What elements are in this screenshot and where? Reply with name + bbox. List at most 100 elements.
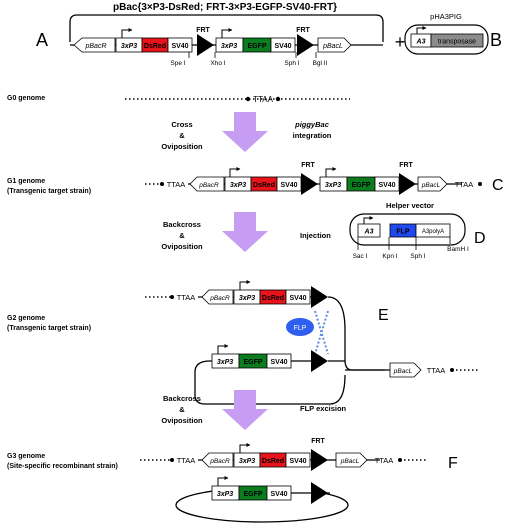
g1-pbacr: pBacR xyxy=(198,182,219,189)
promoter-3xp3-2-label: 3xP3 xyxy=(221,43,237,50)
step3-line1: Backcross xyxy=(163,394,201,403)
g1-sv40-2: SV40 xyxy=(378,182,395,189)
frt-site-1 xyxy=(197,34,214,56)
plasmid-b-outline xyxy=(404,24,489,55)
g2-sv40-1: SV40 xyxy=(289,295,306,302)
step1-line3: Oviposition xyxy=(161,142,203,151)
g3-3xp3: 3xP3 xyxy=(239,458,255,465)
g1-sv40-1: SV40 xyxy=(280,182,297,189)
g1-3xp3-2: 3xP3 xyxy=(325,182,341,189)
promoter-arrow-1 xyxy=(121,28,133,38)
panel-letter-d: D xyxy=(474,230,486,247)
panel-letter-f: F xyxy=(448,455,458,472)
g2-3xp3-1: 3xP3 xyxy=(239,295,255,302)
step-arrow-2 xyxy=(222,212,268,252)
g2-3xp3-2: 3xP3 xyxy=(217,359,233,366)
g3-ttaa-left: TTAA xyxy=(177,456,196,465)
promoter-arrow-2 xyxy=(221,28,233,38)
sv40-1 xyxy=(167,37,193,53)
g3-construct: TTAA pBacR 3xP3 DsRed SV40 FRT pBacL TTA… xyxy=(140,438,428,471)
g2-dsred: DsRed xyxy=(262,295,284,302)
g3-sublabel: (Site-specific recombinant strain) xyxy=(7,463,118,470)
panel-letter-b: B xyxy=(490,30,502,50)
frt-site-2 xyxy=(297,34,314,56)
g1-construct: TTAA pBacR 3xP3 DsRed SV40 FRT 3xP3 EGFP… xyxy=(145,162,482,195)
g2-flp-label: FLP xyxy=(294,325,307,332)
g2-ttaa-right: TTAA xyxy=(427,366,446,375)
circle-egfp: EGFP xyxy=(243,491,262,498)
g2-label: G2 genome xyxy=(7,315,45,322)
panel-letter-a: A xyxy=(36,30,48,50)
g1-sublabel: (Transgenic target strain) xyxy=(7,188,91,195)
step3-line3: Oviposition xyxy=(161,416,203,425)
g1-ttaa-left: TTAA xyxy=(167,180,186,189)
site-sac: Sac I xyxy=(353,253,368,260)
flp-protein xyxy=(286,318,314,336)
transposase-label: transposase xyxy=(438,39,476,46)
g2-sublabel: (Transgenic target strain) xyxy=(7,325,91,332)
g2-pbacl: pBacL xyxy=(393,368,413,375)
g3-frt: FRT xyxy=(311,438,325,445)
circle-sv40: SV40 xyxy=(270,491,287,498)
pbacr-label: pBacR xyxy=(84,43,106,50)
g0-label: G0 genome xyxy=(7,95,45,102)
g1-dsred: DsRed xyxy=(253,182,275,189)
transposase-gene xyxy=(430,33,484,48)
egfp-label: EGFP xyxy=(247,43,266,50)
g2-egfp: EGFP xyxy=(243,359,262,366)
helper-flp: FLP xyxy=(396,229,410,236)
g2-structure: TTAA pBacR 3xP3 DsRed SV40 FLP 3xP3 EGFP… xyxy=(145,280,480,405)
panel-letter-c: C xyxy=(492,177,504,194)
g3-dsred: DsRed xyxy=(262,458,284,465)
sv40-2-label: SV40 xyxy=(274,43,291,50)
helper-a3polya: A3polyA xyxy=(422,229,444,235)
g1-egfp: EGFP xyxy=(351,182,370,189)
plasmid-backbone xyxy=(69,14,384,42)
g2-sv40-2: SV40 xyxy=(270,359,287,366)
step2-amp: & xyxy=(179,231,185,240)
g0-ttaa: TTAA xyxy=(253,95,274,104)
site-spe: Spe I xyxy=(170,60,185,67)
g3-sv40: SV40 xyxy=(289,458,306,465)
step1-line1: Cross xyxy=(171,120,192,129)
a3-label: A3 xyxy=(416,39,426,46)
step3-amp: & xyxy=(179,405,185,414)
g1-ttaa-right: TTAA xyxy=(455,180,474,189)
g3-ttaa-right: TTAA xyxy=(375,456,394,465)
pbacr-element xyxy=(73,37,116,53)
pbacl-element xyxy=(317,37,352,53)
dsred-label: DsRed xyxy=(144,43,166,50)
frt-label-1: FRT xyxy=(196,27,210,34)
g1-pbacl: pBacL xyxy=(421,182,441,189)
excised-circle: 3xP3 EGFP SV40 xyxy=(175,476,349,523)
site-bgl: Bgl II xyxy=(313,60,328,67)
frt-label-2: FRT xyxy=(296,27,310,34)
promoter-3xp3-1-label: 3xP3 xyxy=(121,43,137,50)
step1-right1: piggyBac xyxy=(294,120,330,129)
top-title: pBac{3×P3-DsRed; FRT-3×P3-EGFP-SV40-FRT} xyxy=(113,2,337,13)
site-sph-d: Sph I xyxy=(410,253,425,260)
plasmid-b: pHA3PIG A3 transposase xyxy=(404,12,489,55)
site-kpn: Kpn I xyxy=(382,253,397,260)
helper-vector-title: Helper vector xyxy=(386,201,434,210)
panel-letter-e: E xyxy=(378,307,389,324)
step-arrow-3 xyxy=(222,390,268,430)
construct-a: pBacR 3xP3 DsRed SV40 FRT 3xP3 EGFP SV40… xyxy=(70,27,383,67)
plus-sign: + xyxy=(395,32,406,52)
site-xho: Xho I xyxy=(210,60,225,67)
pbacl-label: pBacL xyxy=(322,43,343,50)
g2-pbacr: pBacR xyxy=(209,295,230,302)
site-bam: BamH I xyxy=(447,246,469,253)
step2-right: Injection xyxy=(300,231,331,240)
step2-line1: Backcross xyxy=(163,220,201,229)
g1-frt-2: FRT xyxy=(399,162,413,169)
circle-3xp3: 3xP3 xyxy=(217,491,233,498)
helper-a3: A3 xyxy=(364,229,374,236)
step-arrow-1 xyxy=(222,112,268,152)
step1-right2: integration xyxy=(293,131,332,140)
step1-amp: & xyxy=(179,131,185,140)
g1-label: G1 genome xyxy=(7,178,45,185)
g2-ttaa-left: TTAA xyxy=(177,293,196,302)
site-sph: Sph I xyxy=(284,60,299,67)
